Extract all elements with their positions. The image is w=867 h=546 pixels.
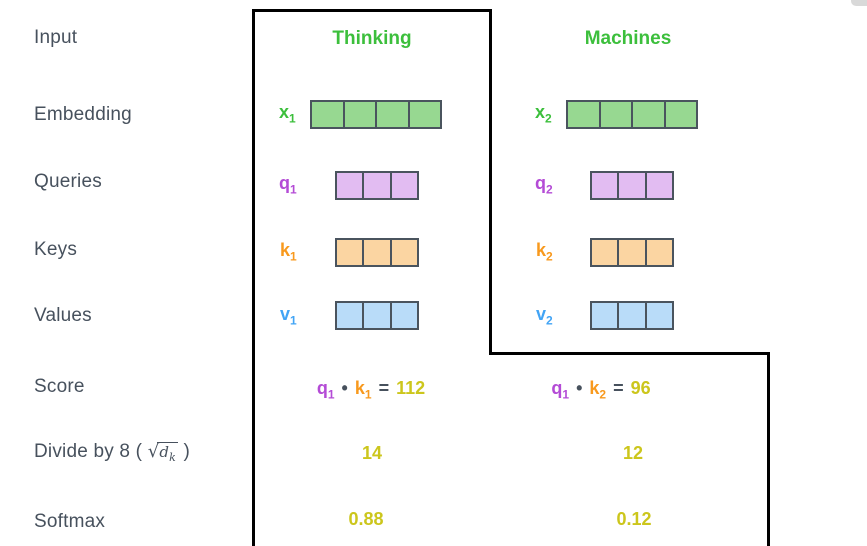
score2-equals: =	[613, 378, 624, 398]
score-thinking: q1 • k1 = 112	[253, 378, 489, 402]
vector-cell	[592, 303, 618, 328]
vector-cell	[568, 102, 599, 127]
vector-cell	[362, 303, 390, 328]
vector-cell	[598, 102, 631, 127]
vector-cell	[362, 173, 390, 198]
embedding-vector-x2	[566, 100, 698, 129]
vector-cell	[663, 102, 696, 127]
divided-value-thinking: 14	[361, 443, 383, 463]
vector-cell	[617, 173, 645, 198]
embedding-label-x2: x2	[535, 102, 552, 126]
box-border-top	[252, 9, 492, 12]
key-vector-k2	[590, 238, 674, 267]
value-label-v2: v2	[536, 304, 553, 328]
vector-cell	[407, 102, 440, 127]
vector-cell	[592, 173, 618, 198]
score-machines: q1 • k2 = 96	[489, 378, 713, 402]
value-label-v1: v1	[280, 304, 297, 328]
query-label-q1: q1	[279, 173, 297, 197]
embedding-vector-x1	[310, 100, 442, 129]
vector-cell	[644, 303, 672, 328]
vector-cell	[644, 173, 672, 198]
key-label-k1: k1	[280, 240, 297, 264]
vector-cell	[389, 173, 417, 198]
softmax-value-thinking: 0.88	[348, 509, 384, 529]
vector-cell	[617, 240, 645, 265]
row-label-values: Values	[34, 305, 92, 326]
score2-value: 96	[630, 378, 651, 398]
vector-cell	[644, 240, 672, 265]
vector-cell	[337, 173, 363, 198]
vector-cell	[342, 102, 375, 127]
dot-icon: •	[576, 378, 583, 398]
score1-k: k1	[354, 378, 372, 402]
sqrt-icon: √	[147, 441, 160, 462]
sqrt-dk: dk	[157, 442, 179, 464]
corner-artifact	[851, 0, 867, 6]
score2-k: k2	[589, 378, 607, 402]
query-vector-q2	[590, 171, 674, 200]
row-label-queries: Queries	[34, 171, 102, 192]
score1-q: q1	[316, 378, 335, 402]
column-header-machines: Machines	[584, 28, 672, 49]
vector-cell	[312, 102, 343, 127]
box-border-right	[767, 352, 770, 546]
row-label-score: Score	[34, 376, 85, 397]
vector-cell	[617, 303, 645, 328]
row-label-keys: Keys	[34, 239, 78, 260]
softmax-value-machines: 0.12	[616, 509, 652, 529]
box-border-middle	[489, 9, 492, 355]
query-vector-q1	[335, 171, 419, 200]
value-vector-v2	[590, 301, 674, 330]
row-label-divide: Divide by 8 ( √dk )	[34, 441, 191, 464]
box-border-left	[252, 9, 255, 546]
row-label-softmax: Softmax	[34, 511, 106, 532]
column-header-thinking: Thinking	[332, 28, 412, 49]
divided-value-machines: 12	[622, 443, 644, 463]
score1-equals: =	[378, 378, 390, 398]
vector-cell	[337, 240, 363, 265]
vector-cell	[375, 102, 408, 127]
divide-text: Divide by 8 (	[34, 441, 148, 462]
vector-cell	[389, 303, 417, 328]
vector-cell	[631, 102, 664, 127]
embedding-label-x1: x1	[279, 102, 296, 126]
key-label-k2: k2	[536, 240, 553, 264]
row-label-embedding: Embedding	[34, 104, 132, 125]
score1-value: 112	[396, 378, 426, 398]
box-border-step	[489, 352, 770, 355]
vector-cell	[592, 240, 618, 265]
vector-cell	[362, 240, 390, 265]
query-label-q2: q2	[535, 173, 553, 197]
vector-cell	[389, 240, 417, 265]
dot-icon: •	[341, 378, 348, 398]
row-label-input: Input	[34, 27, 78, 48]
value-vector-v1	[335, 301, 419, 330]
score2-q: q1	[551, 378, 570, 402]
key-vector-k1	[335, 238, 419, 267]
vector-cell	[337, 303, 363, 328]
